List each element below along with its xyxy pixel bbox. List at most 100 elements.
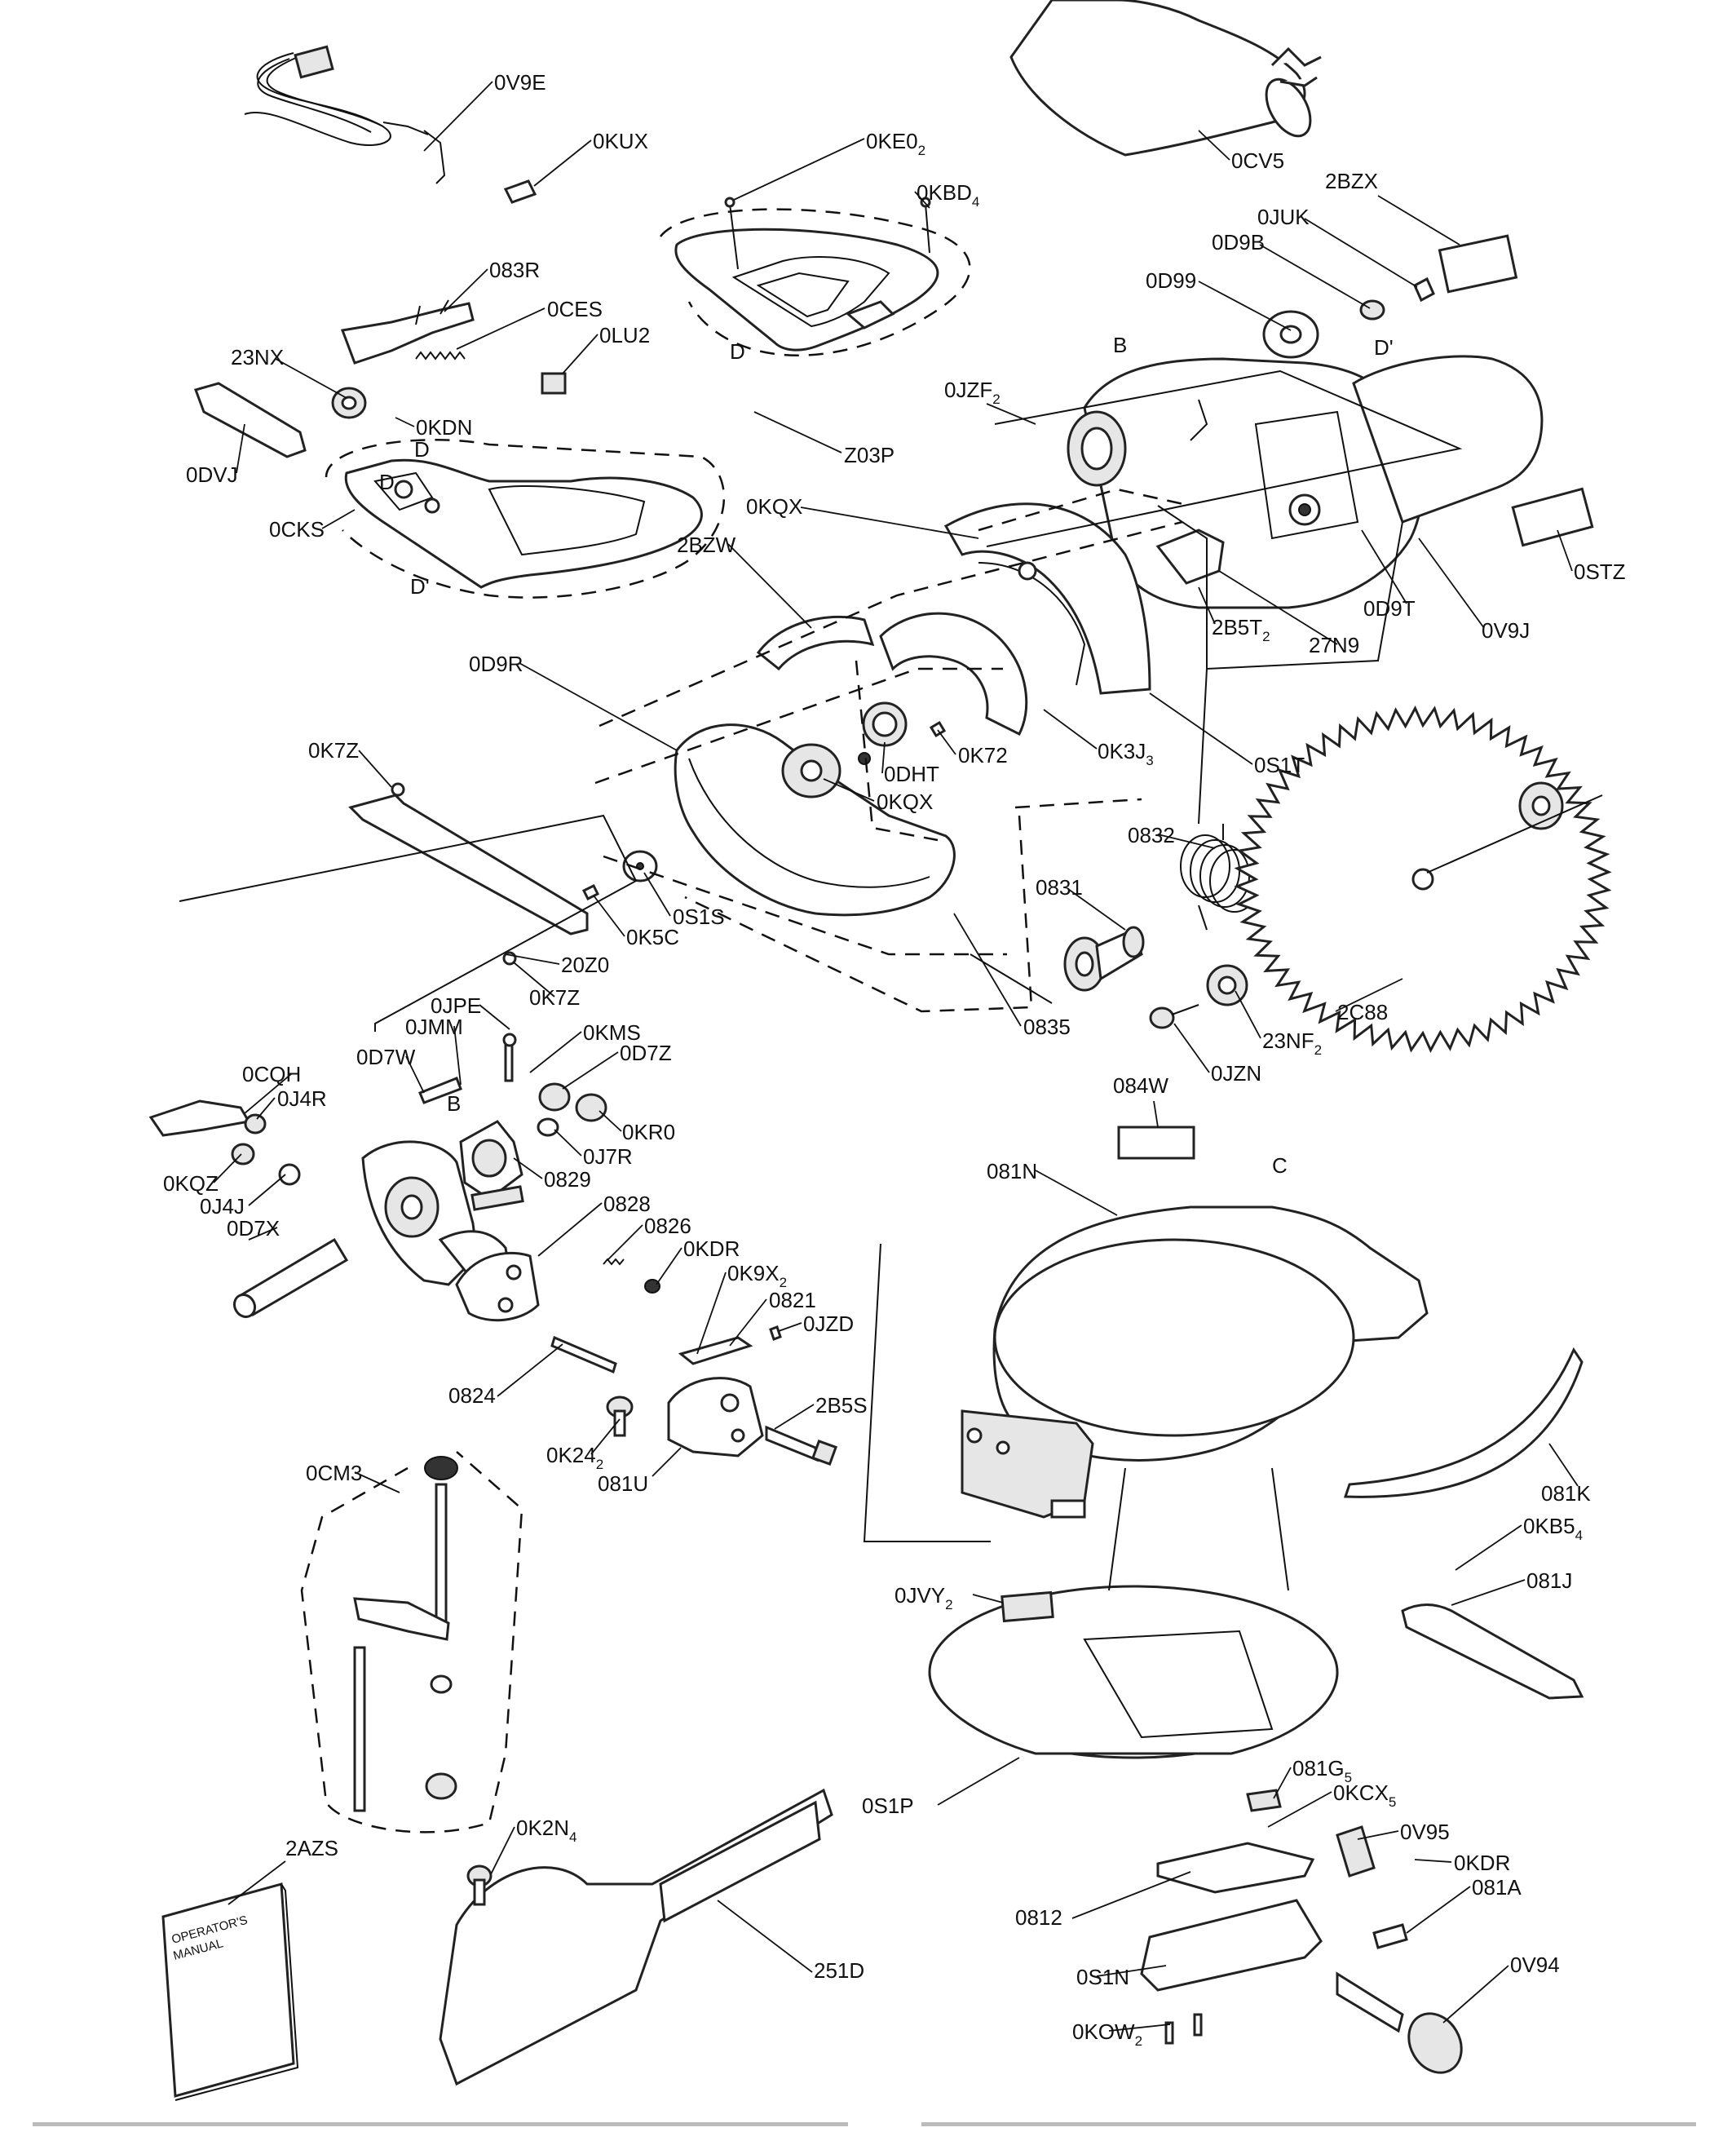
part-label-2azs: 2AZS [285,1836,338,1860]
ref-mark-b-2: B [447,1091,461,1116]
part-label-2b5s: 2B5S [815,1393,868,1418]
leader-line [599,1110,622,1132]
part-label-0juk: 0JUK [1257,205,1310,229]
screw-0k2n-drawing [466,1864,493,1906]
part-label-0d9b: 0D9B [1212,230,1265,254]
part-label-2b5t: 2B5T2 [1212,615,1270,644]
part-label-2bzw: 2BZW [677,533,736,557]
leader-line [881,741,886,774]
label-plate-084w-drawing [1117,1126,1195,1160]
part-label-0dht: 0DHT [884,762,939,786]
part-label-0kqx-lower: 0KQX [877,790,933,814]
reference-marks: D D D D' D' B B C [379,333,1394,1178]
guard-insert-2bzw-drawing [756,615,875,671]
leader-line [1218,570,1338,645]
pivot-bushing-0831-drawing [1063,926,1145,992]
part-label-0kqz: 0KQZ [163,1171,219,1196]
pivot-pin-0d7x-drawing [232,1237,349,1319]
part-label-0cks: 0CKS [269,517,325,542]
part-label-0cv5: 0CV5 [1231,148,1284,173]
screw-0k72-drawing [929,720,947,738]
dashed-outline-guard [594,520,1183,1013]
operators-manual-2azs-drawing: OPERATOR'S MANUAL [161,1882,299,2101]
leader-line [562,1051,619,1090]
part-label-0s1n: 0S1N [1076,1965,1129,1989]
leader-line [321,509,356,529]
leader-line [729,1298,767,1347]
knob-0d7z-drawing [538,1082,571,1112]
part-label-0d7x: 0D7X [227,1216,280,1241]
leader-line [248,1227,278,1241]
assembly-outline-handle-right [660,208,971,356]
leader-line [1067,888,1126,931]
plate-0821-drawing [678,1336,753,1365]
part-label-0s1t: 0S1T [1254,753,1305,777]
leader-line [1451,1579,1526,1606]
pad-081a-drawing [1372,1923,1408,1949]
part-label-0jzn: 0JZN [1211,1061,1261,1086]
pin-0kux-drawing [503,179,537,204]
lower-blade-guard-drawing [674,723,956,917]
leader-line [519,662,678,751]
part-label-0j7r: 0J7R [583,1144,633,1169]
part-label-2bzx: 2BZX [1325,169,1378,193]
part-label-0kow: 0KOW2 [1072,2019,1142,2049]
leader-line [395,417,415,427]
screw-0jzd-drawing [769,1325,782,1341]
stop-assembly-0cm3-drawing [353,1456,458,1812]
upper-blade-guard-drawing [943,502,1151,695]
spring-0ces-drawing [415,351,466,360]
turntable-ring-081n-drawing [961,1205,1429,1519]
leader-line [533,139,592,187]
leader-line [1173,1023,1210,1073]
link-bar-0k7z-drawing [348,782,589,966]
leader-line [1304,218,1418,288]
leader-line [1108,2024,1171,2032]
bracket-081u-drawing [667,1377,764,1457]
part-label-0cm3: 0CM3 [306,1461,362,1485]
leader-line [405,1055,425,1094]
part-label-0cqh: 0CQH [242,1062,301,1086]
part-label-0v94: 0V94 [1510,1953,1560,1977]
part-label-20z0: 20Z0 [561,953,609,977]
leader-line [497,1343,563,1397]
handle-left-drawing [344,458,703,589]
part-label-0s1p: 0S1P [862,1794,914,1818]
leader-line [656,1247,682,1285]
leader-line [1357,1830,1399,1840]
inner-guard-plate-drawing [879,612,1028,736]
part-label-0kbd: 0KBD4 [917,180,979,210]
part-label-0k5c: 0K5C [626,925,679,949]
shaft-0824-drawing [550,1335,617,1374]
leader-line [1418,537,1485,629]
leader-line [1455,1524,1522,1571]
leader-line [696,1272,727,1355]
leader-line [1548,1443,1579,1487]
leader-line [256,1097,276,1120]
screw-0kdr-drawing [644,1279,660,1294]
leader-line [213,1153,242,1183]
leader-line [423,81,493,152]
leader-line [275,358,347,399]
leader-line [513,962,555,997]
leader-line [1377,195,1460,245]
spring-0826-drawing [603,1258,625,1266]
switch-0lu2-drawing [541,372,567,395]
washer-23nf-drawing [1206,964,1248,1006]
assembly-outline-handle-left [325,439,726,599]
leader-line [800,506,979,539]
ref-mark-c: C [1272,1153,1288,1178]
leader-line [1442,1965,1509,2024]
leader-lines [213,81,1579,2032]
part-label-0k24: 0K242 [546,1443,603,1472]
part-label-0v9e: 0V9E [494,70,546,95]
part-label-0kr0: 0KR0 [622,1120,675,1144]
part-label-0k9x: 0K9X2 [727,1261,787,1290]
pin-0d7w-drawing [418,1077,462,1104]
part-label-0821: 0821 [769,1288,816,1312]
leader-line [354,1471,400,1493]
handle-cover-right-drawing [674,197,939,352]
leader-line [554,1129,582,1157]
leader-line [456,307,546,350]
part-label-081g: 081G5 [1292,1756,1352,1785]
